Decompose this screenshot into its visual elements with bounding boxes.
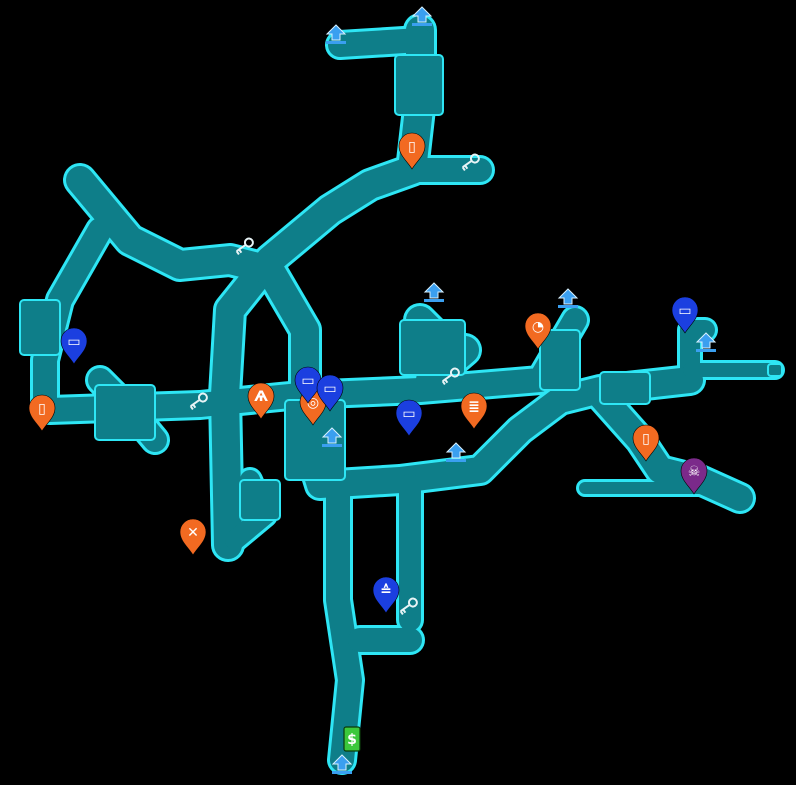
svg-text:▭: ▭ xyxy=(323,381,336,397)
phone-icon: ▯ xyxy=(642,431,650,447)
room-east-b xyxy=(599,371,651,405)
notes-icon: ≣ xyxy=(468,399,480,415)
exit-arrow-top-left[interactable] xyxy=(325,24,347,44)
key-icon-upper-left[interactable] xyxy=(234,237,254,256)
cassette-marker-b[interactable]: ▭ xyxy=(316,374,344,412)
svg-text:◔: ◔ xyxy=(532,319,544,335)
echo-phone-marker-top[interactable]: ▯ xyxy=(398,132,426,170)
cassette-icon: ▭ xyxy=(67,334,80,350)
svg-text:≙: ≙ xyxy=(380,583,392,599)
antenna-marker[interactable]: Ѧ xyxy=(247,382,275,420)
corridor-network xyxy=(19,13,785,775)
gauge-icon: ◔ xyxy=(532,319,544,335)
dollar-sign-glyph: $ xyxy=(347,732,357,748)
svg-text:☠: ☠ xyxy=(688,464,701,480)
svg-text:▯: ▯ xyxy=(408,139,416,155)
key-icon-left[interactable] xyxy=(188,392,208,411)
svg-text:≣: ≣ xyxy=(468,399,480,415)
crossed-swords-icon: ✕ xyxy=(187,525,199,541)
room-far-west xyxy=(19,299,61,356)
svg-text:▯: ▯ xyxy=(642,431,650,447)
exit-arrow-center[interactable] xyxy=(321,427,343,447)
crossed-swords-marker[interactable]: ✕ xyxy=(179,518,207,556)
svg-text:▯: ▯ xyxy=(38,401,46,417)
room-east xyxy=(539,329,581,391)
gauge-marker[interactable]: ◔ xyxy=(524,312,552,350)
cassette-icon: ▭ xyxy=(402,406,415,422)
vending-machine-icon[interactable]: $ xyxy=(343,726,361,752)
cassette-marker-right[interactable]: ▭ xyxy=(671,296,699,334)
exit-arrow-mid[interactable] xyxy=(423,282,445,302)
key-icons xyxy=(188,153,480,616)
cassette-icon: ▭ xyxy=(323,381,336,397)
exit-arrow-bottom[interactable] xyxy=(331,754,353,774)
svg-text:▭: ▭ xyxy=(402,406,415,422)
svg-text:✕: ✕ xyxy=(187,525,199,541)
svg-text:▭: ▭ xyxy=(301,373,314,389)
antenna-icon: Ѧ xyxy=(254,389,268,405)
room-central xyxy=(399,319,466,376)
echo-phone-marker-right[interactable]: ▯ xyxy=(632,424,660,462)
key-icon-center[interactable] xyxy=(440,367,460,386)
cassette-icon: ▭ xyxy=(301,373,314,389)
svg-text:▭: ▭ xyxy=(67,334,80,350)
svg-text:Ѧ: Ѧ xyxy=(254,389,268,405)
cassette-icon: ▭ xyxy=(678,303,691,319)
notes-marker[interactable]: ≣ xyxy=(460,392,488,430)
cassette-marker-left[interactable]: ▭ xyxy=(60,327,88,365)
room-west xyxy=(94,384,156,441)
skull-icon: ☠ xyxy=(688,464,701,480)
echo-phone-marker-left[interactable]: ▯ xyxy=(28,394,56,432)
key-icon-top[interactable] xyxy=(460,153,480,172)
room-southwest xyxy=(239,479,281,521)
exit-arrow-mid-right[interactable] xyxy=(557,288,579,308)
exit-arrows xyxy=(321,6,717,774)
vendor-icons: $ xyxy=(343,726,361,752)
fast-travel-icon: ≙ xyxy=(380,583,392,599)
cassette-marker-center[interactable]: ▭ xyxy=(395,399,423,437)
key-icon-bottom[interactable] xyxy=(398,597,418,616)
phone-icon: ▯ xyxy=(408,139,416,155)
exit-arrow-right[interactable] xyxy=(695,332,717,352)
phone-icon: ▯ xyxy=(38,401,46,417)
cassette-marker-a[interactable]: ▭ xyxy=(294,366,322,404)
svg-text:▭: ▭ xyxy=(678,303,691,319)
boss-skull-marker[interactable]: ☠ xyxy=(680,457,708,495)
exit-arrow-center-b[interactable] xyxy=(445,442,467,462)
room-north xyxy=(394,54,444,116)
map-markers: ▯▯▯◔Ѧ◎≣✕▭▭▭▭▭≙☠ xyxy=(28,132,708,614)
exit-arrow-top[interactable] xyxy=(411,6,433,26)
room-far-east xyxy=(767,363,783,377)
fast-travel-marker[interactable]: ≙ xyxy=(372,576,400,614)
